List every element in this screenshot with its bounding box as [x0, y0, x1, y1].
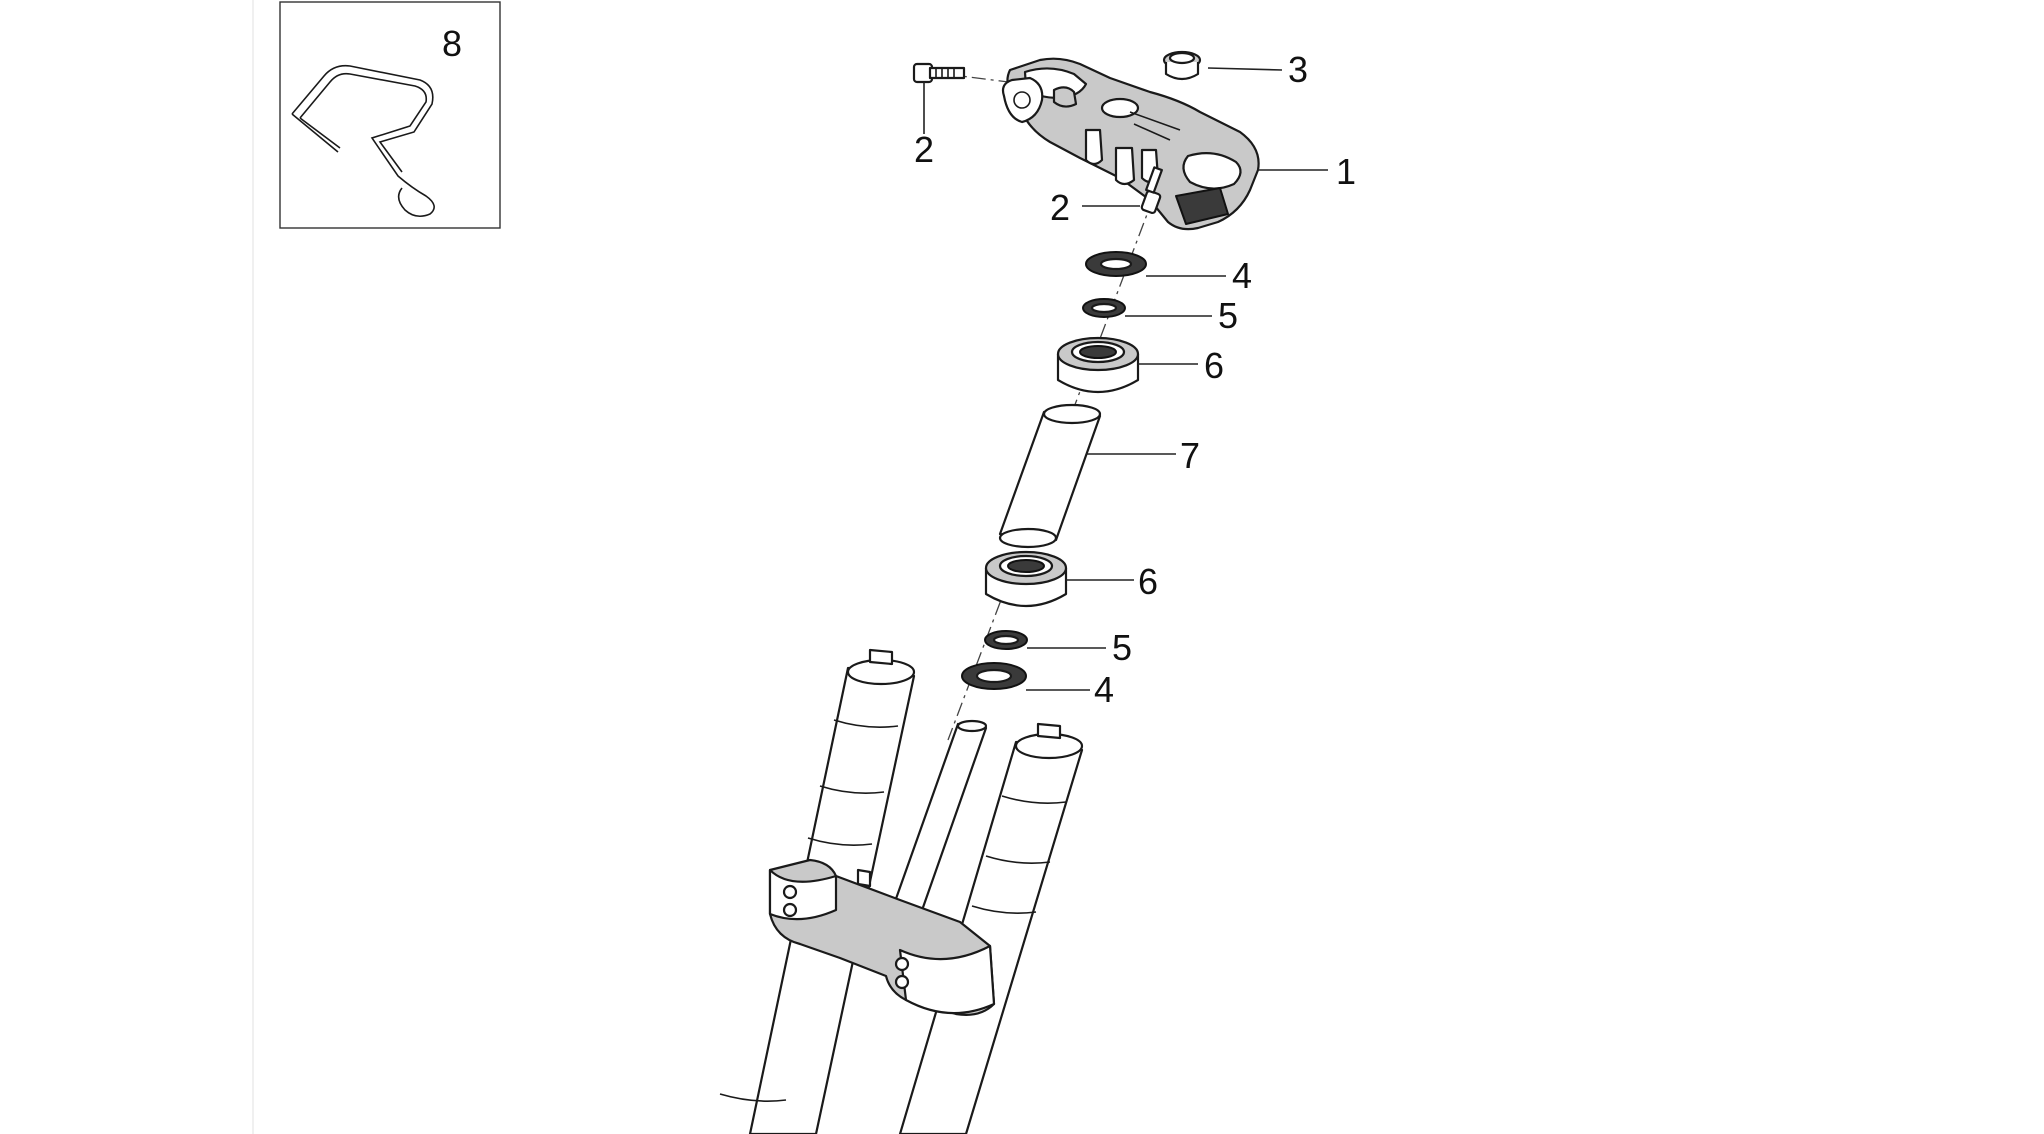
bolt-axis-line: [944, 73, 1041, 87]
cap-plug: [1162, 50, 1202, 81]
washer-lower: [961, 662, 1027, 690]
callout-6-upper: 6: [1204, 345, 1224, 386]
callout-6-lower: 6: [1138, 561, 1158, 602]
seal-ring-lower: [984, 630, 1028, 650]
callout-5-lower: 5: [1112, 627, 1132, 668]
leader-lines: [923, 67, 1328, 691]
bolt-upper-left: [912, 62, 966, 84]
bearing-upper: [1056, 336, 1140, 394]
bolt-lower: [1140, 166, 1163, 215]
callout-8: 8: [442, 23, 462, 64]
wire-clip-drawing: [291, 64, 435, 218]
callout-7: 7: [1180, 435, 1200, 476]
front-fork-assembly: [719, 648, 1084, 1134]
callout-2-upper: 2: [914, 129, 934, 170]
callout-5-upper: 5: [1218, 295, 1238, 336]
callout-labels: 1 2 2 3 4 5 6 7 6 5 4 8: [442, 23, 1356, 710]
callout-4-lower: 4: [1094, 669, 1114, 710]
callout-4-upper: 4: [1232, 255, 1252, 296]
upper-triple-clamp: [1001, 57, 1260, 231]
washer-upper: [1085, 251, 1147, 277]
callout-3: 3: [1288, 49, 1308, 90]
callout-2-lower: 2: [1050, 187, 1070, 228]
callout-1: 1: [1336, 151, 1356, 192]
spacer-tube: [998, 403, 1102, 549]
seal-ring-upper: [1082, 298, 1126, 318]
bearing-lower: [984, 550, 1068, 608]
inset-box-part-8: [279, 1, 501, 229]
